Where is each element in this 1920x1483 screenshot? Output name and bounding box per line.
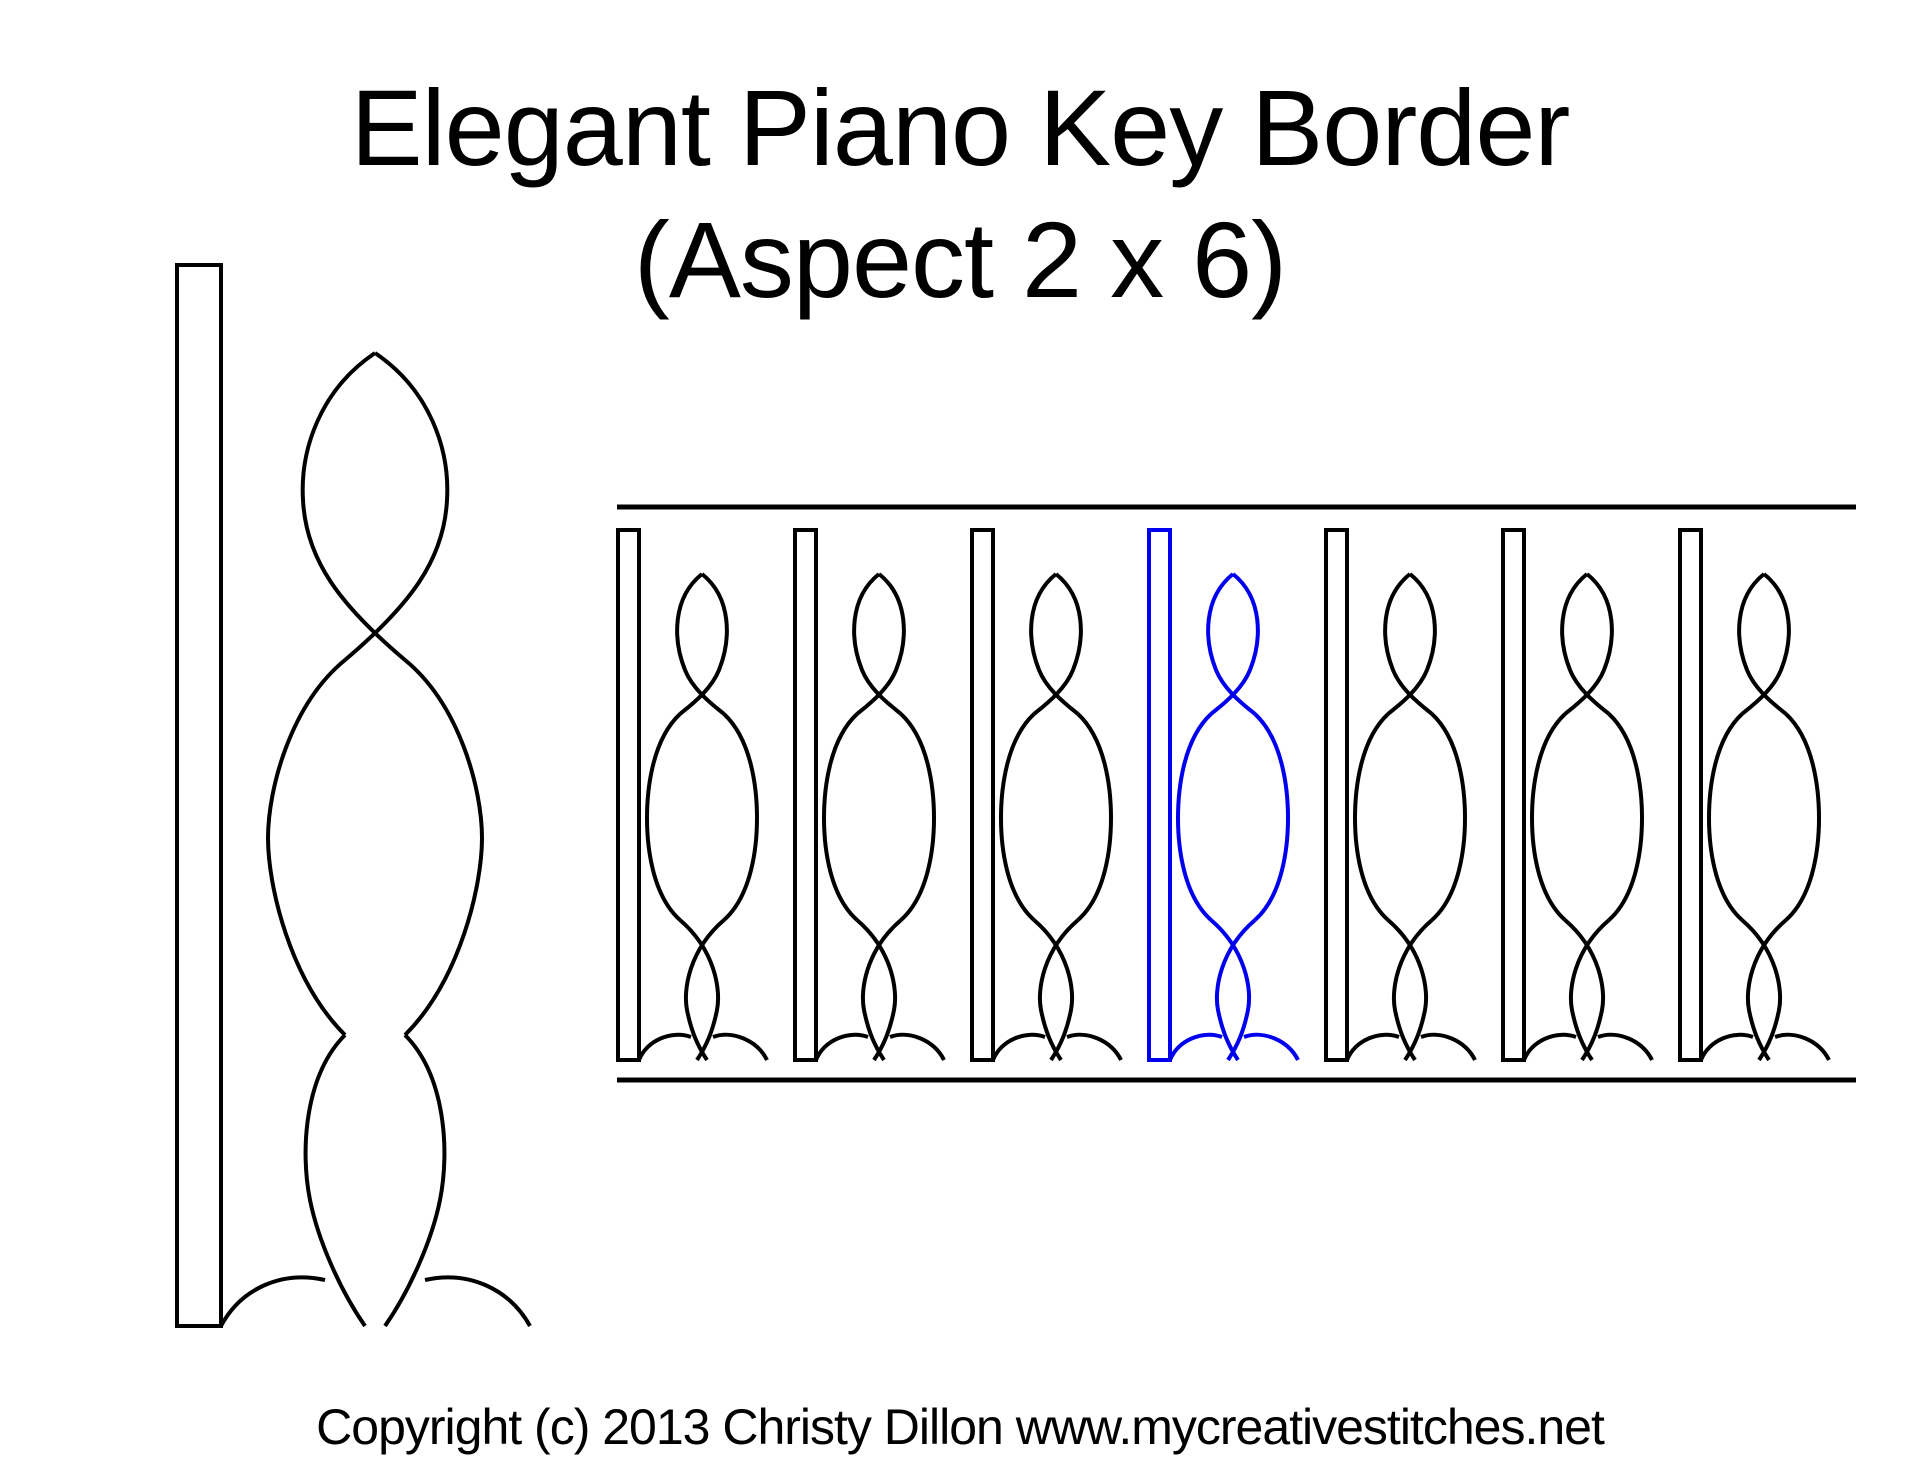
large-motif — [175, 263, 532, 1328]
border-unit-7 — [1678, 528, 1831, 1062]
pattern-aspect-subtitle: (Aspect 2 x 6) — [633, 199, 1287, 320]
border-unit-2 — [793, 528, 946, 1062]
border-unit-1 — [616, 528, 769, 1062]
pattern-title: Elegant Piano Key Border — [350, 67, 1571, 188]
border-unit-5 — [1324, 528, 1477, 1062]
large-key-bar — [175, 263, 223, 1328]
border-unit-6 — [1501, 528, 1654, 1062]
copyright-notice: Copyright (c) 2013 Christy Dillon www.my… — [316, 1399, 1605, 1455]
border-unit-highlighted — [1147, 528, 1300, 1062]
border-unit-3 — [970, 528, 1123, 1062]
border-units — [616, 528, 1831, 1062]
